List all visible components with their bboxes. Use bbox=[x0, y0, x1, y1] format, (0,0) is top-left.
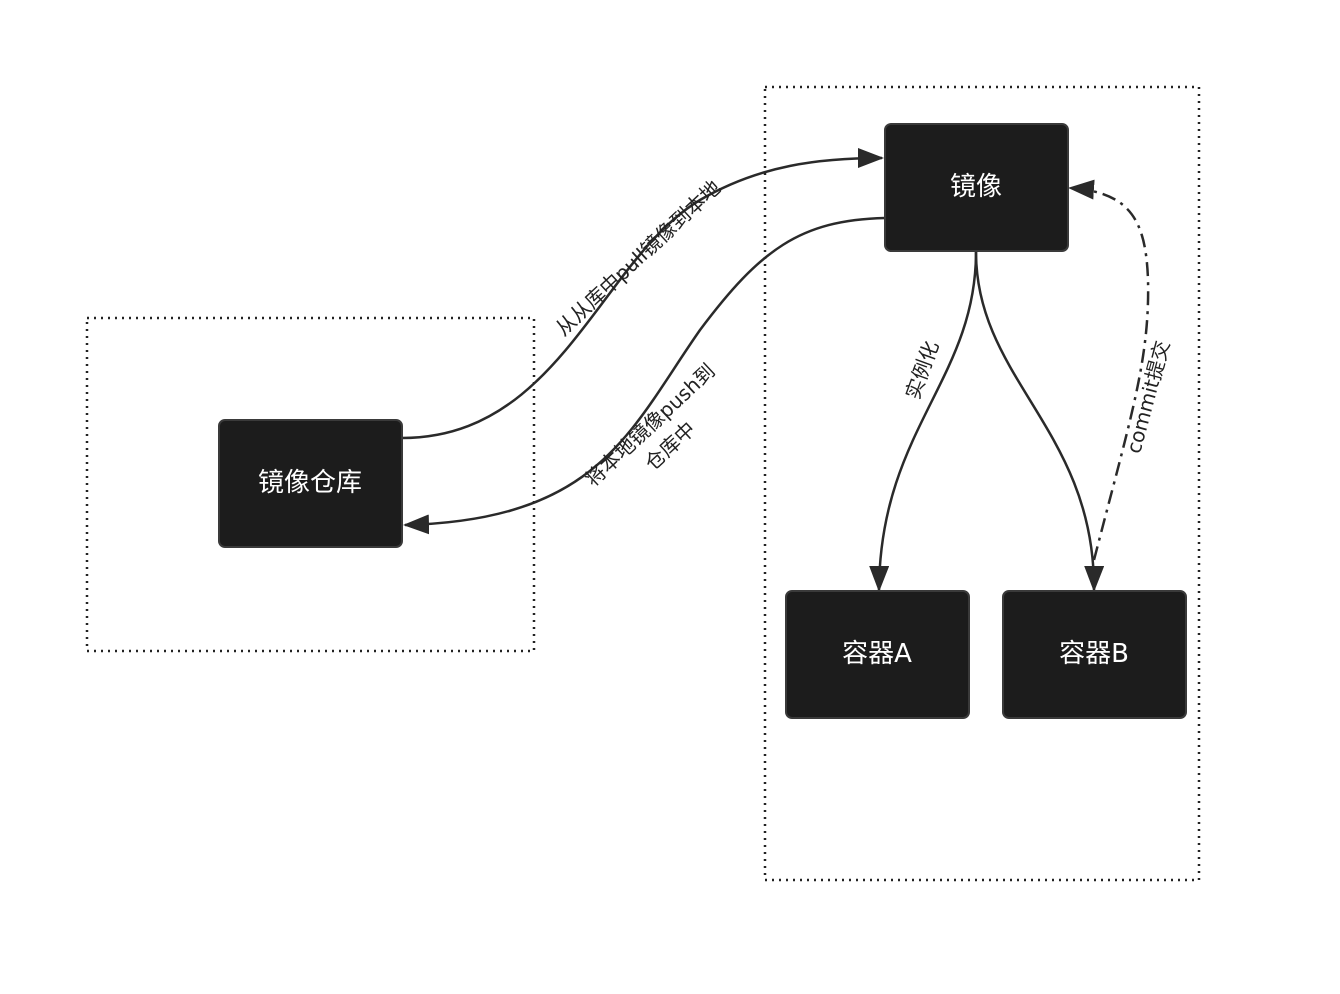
local-host-group-frame bbox=[763, 85, 1201, 882]
container-b-node[interactable]: 容器B bbox=[1002, 590, 1187, 719]
container-a-node-label: 容器A bbox=[842, 639, 912, 669]
image-node-label: 镜像 bbox=[950, 172, 1002, 202]
registry-node-label: 镜像仓库 bbox=[258, 468, 362, 498]
commit-edge-label: commit提交 bbox=[1121, 338, 1174, 456]
push-edge-label-line1: 将本地镜像push到 bbox=[580, 359, 720, 491]
push-edge bbox=[403, 216, 886, 535]
instantiate-edge-a bbox=[869, 251, 978, 592]
container-b-node-label: 容器B bbox=[1059, 639, 1129, 669]
registry-group-frame bbox=[85, 316, 536, 653]
container-a-node[interactable]: 容器A bbox=[785, 590, 970, 719]
pull-edge-label: 从从库中pull镜像到本地 bbox=[551, 175, 726, 340]
commit-edge bbox=[1068, 179, 1150, 561]
instantiate-edge-b bbox=[974, 251, 1105, 592]
pull-edge bbox=[401, 148, 884, 440]
image-node[interactable]: 镜像 bbox=[884, 123, 1069, 252]
registry-node[interactable]: 镜像仓库 bbox=[218, 419, 403, 548]
